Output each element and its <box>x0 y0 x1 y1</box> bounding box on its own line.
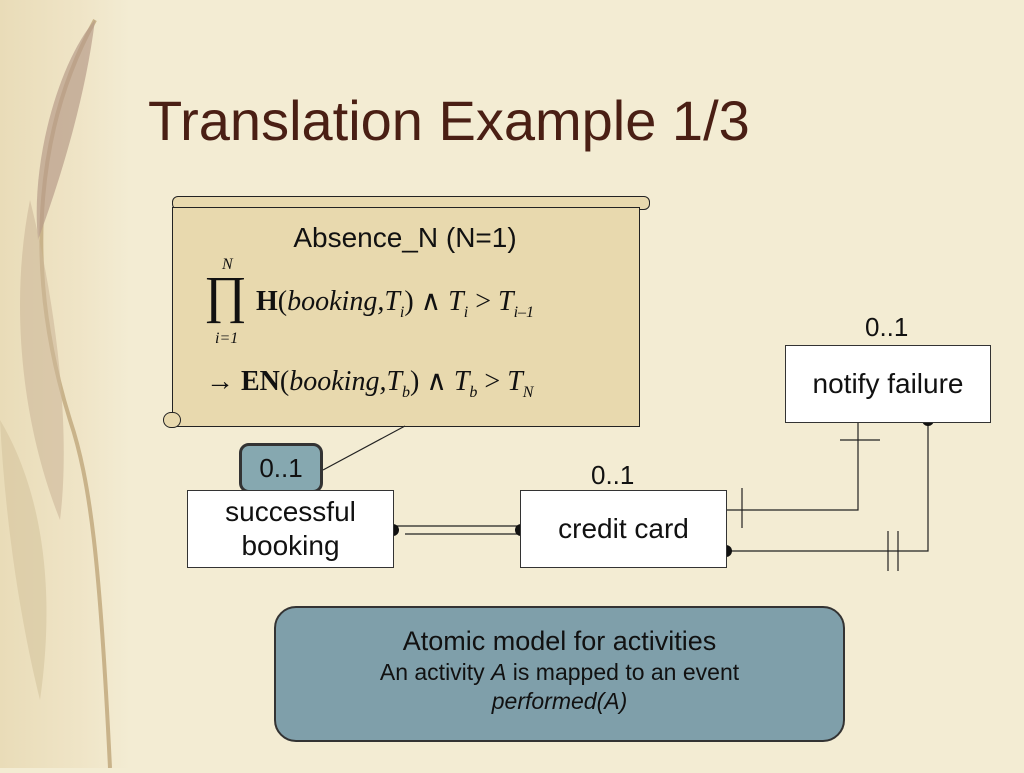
card-notify-line-upper <box>726 422 859 511</box>
line1-tail-right: T <box>498 286 514 317</box>
booking-label-line2: booking <box>241 530 340 561</box>
activity-notify-failure[interactable]: notify failure <box>785 345 991 423</box>
atomic-line-2: performed(A) <box>276 688 843 715</box>
card-label: credit card <box>558 513 689 545</box>
line1-arg-sub: i <box>399 303 405 321</box>
atomic-heading: Atomic model for activities <box>402 626 717 656</box>
line2-tail-right: T <box>507 366 523 397</box>
product-upper-limit: N <box>222 256 233 273</box>
card-notify-line-lower <box>726 420 929 552</box>
formula-line-2: → EN(booking,Tb) ∧ Tb > TN <box>206 366 534 401</box>
scroll-bottom-curl <box>163 412 181 428</box>
notify-cardinality: 0..1 <box>865 312 909 342</box>
product-lower-limit: i=1 <box>215 330 239 347</box>
line2-arg-sub: b <box>402 383 411 401</box>
h-operator: H <box>256 286 278 317</box>
product-symbol: ∏ <box>204 267 247 324</box>
slide-title: Translation Example 1/3 <box>148 89 750 152</box>
en-operator: EN <box>241 366 280 397</box>
implies-arrow: → <box>206 366 234 397</box>
activity-credit-card[interactable]: credit card <box>520 490 727 568</box>
booking-label-line1: successful <box>225 496 356 528</box>
background-decoration <box>0 0 130 769</box>
line1-args: booking,T <box>287 286 400 317</box>
leaf-decoration-icon <box>0 19 112 769</box>
line2-tail-left-sub: b <box>469 383 478 401</box>
formula-scroll <box>172 207 640 427</box>
line1-tail-left: T <box>448 286 464 317</box>
booking-cardinality-highlight: 0..1 <box>239 443 323 493</box>
atomic-line1-post: is mapped to an event <box>506 659 740 685</box>
formula-heading: Absence_N (N=1) <box>293 222 517 253</box>
atomic-line1-var: A <box>491 659 507 685</box>
atomic-line1-pre: An activity <box>379 659 492 685</box>
formula-line-1: H(booking,Ti) ∧ Ti > Ti–1 <box>256 286 535 321</box>
atomic-model-box: Atomic model for activities An activity … <box>274 606 845 742</box>
line1-tail-right-sub: i–1 <box>513 303 535 321</box>
card-cardinality: 0..1 <box>591 460 635 490</box>
atomic-line2-text: performed(A) <box>491 688 628 714</box>
line2-tail-right-sub: N <box>522 383 534 401</box>
line1-tail-left-sub: i <box>463 303 469 321</box>
notify-label: notify failure <box>812 368 964 400</box>
atomic-line-1: An activity A is mapped to an event <box>276 659 843 686</box>
activity-successful-booking[interactable]: successful booking <box>187 490 394 568</box>
line2-tail-left: T <box>453 366 470 397</box>
callout-line <box>322 425 406 471</box>
line2-args: booking,T <box>289 366 403 397</box>
